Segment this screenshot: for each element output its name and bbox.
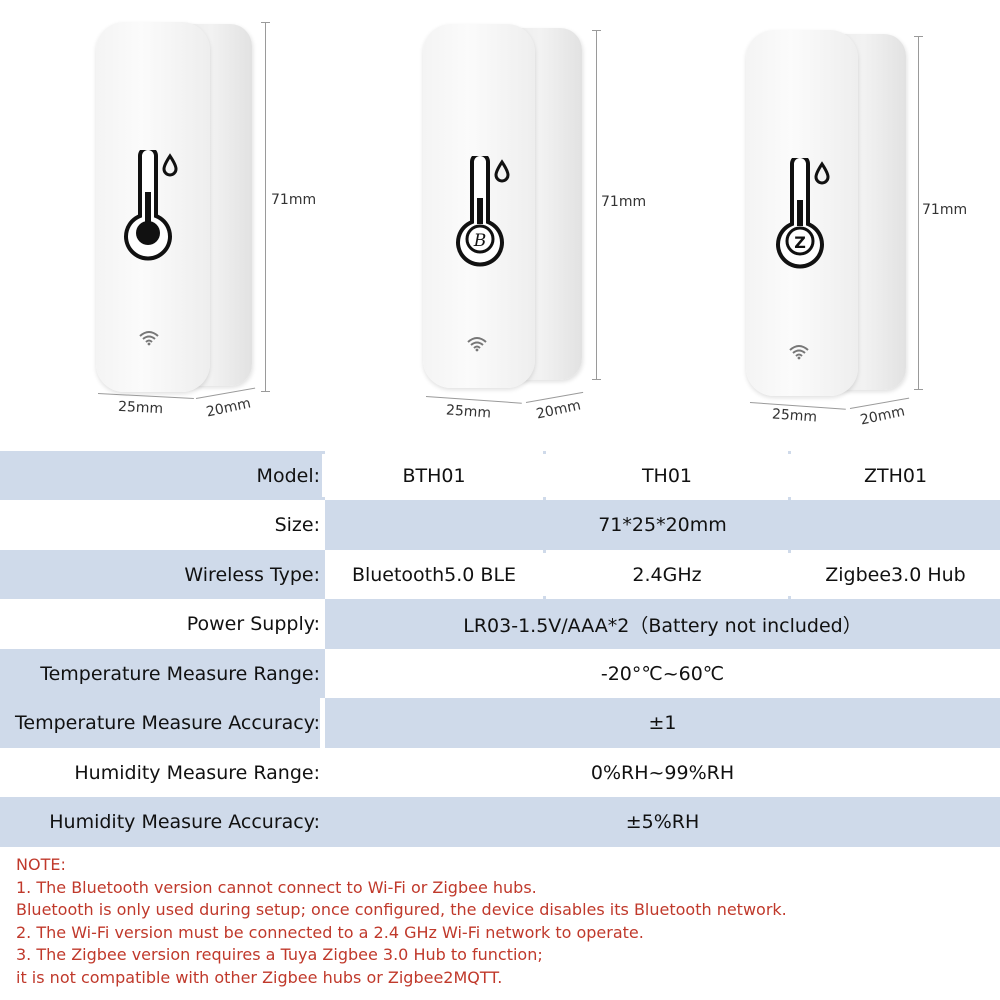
wireless-bth01: Bluetooth5.0 BLE	[325, 550, 543, 599]
model-th01: TH01	[546, 451, 788, 500]
note-line: Bluetooth is only used during setup; onc…	[16, 900, 787, 919]
row-model: Model: BTH01 TH01 ZTH01	[0, 451, 1000, 500]
row-temp-accuracy: Temperature Measure Accuracy: ±1	[0, 698, 1000, 748]
device-zth01: Z 71mm 25mm 20mm	[660, 0, 1000, 440]
row-label: Wireless Type:	[184, 563, 320, 586]
width-label: 25mm	[771, 406, 818, 426]
model-zth01: ZTH01	[791, 451, 1000, 500]
thermometer-zigbee-icon: Z	[776, 158, 830, 269]
row-wireless: Wireless Type: Bluetooth5.0 BLE 2.4GHz Z…	[0, 550, 1000, 599]
note-section: NOTE: 1. The Bluetooth version cannot co…	[16, 854, 996, 989]
power-value: LR03-1.5V/AAA*2（Battery not included）	[325, 599, 1000, 649]
model-bth01: BTH01	[325, 451, 543, 500]
hum-accuracy-value: ±5%RH	[325, 797, 1000, 847]
row-label: Temperature Measure Accuracy:	[0, 698, 320, 748]
note-line: 1. The Bluetooth version cannot connect …	[16, 877, 537, 897]
note-title: NOTE:	[16, 855, 66, 874]
wireless-zth01: Zigbee3.0 Hub	[791, 550, 1000, 599]
row-label: Size:	[274, 514, 320, 536]
thermometer-icon	[124, 150, 178, 261]
svg-text:Z: Z	[794, 233, 806, 252]
product-images: 71mm 25mm 20mm B 71mm 25mm 20mm	[0, 0, 1000, 450]
row-size: Size: 71*25*20mm	[0, 500, 1000, 550]
height-label: 71mm	[271, 192, 317, 208]
row-hum-range: Humidity Measure Range: 0%RH~99%RH	[0, 748, 1000, 797]
wireless-th01: 2.4GHz	[546, 550, 788, 599]
svg-text:B: B	[473, 231, 487, 251]
wifi-icon	[139, 331, 159, 346]
note-line: it is not compatible with other Zigbee h…	[16, 967, 503, 987]
hum-range-value: 0%RH~99%RH	[325, 748, 1000, 797]
row-hum-accuracy: Humidity Measure Accuracy: ±5%RH	[0, 797, 1000, 847]
row-label: Temperature Measure Range:	[40, 662, 320, 685]
wifi-icon	[789, 345, 809, 360]
depth-label: 20mm	[858, 403, 907, 429]
row-temp-range: Temperature Measure Range: -20°℃~60℃	[0, 649, 1000, 698]
size-value: 71*25*20mm	[325, 500, 1000, 550]
row-label: Humidity Measure Accuracy:	[49, 811, 320, 833]
device-bth01: 71mm 25mm 20mm	[0, 0, 330, 440]
temp-accuracy-value: ±1	[325, 698, 1000, 748]
note-line: 2. The Wi-Fi version must be connected t…	[16, 922, 644, 942]
row-label: Power Supply:	[186, 613, 320, 635]
width-label: 25mm	[117, 398, 164, 418]
depth-label: 20mm	[204, 395, 253, 421]
height-label: 71mm	[601, 194, 647, 210]
height-label: 71mm	[922, 202, 968, 218]
device-th01: B 71mm 25mm 20mm	[330, 0, 660, 440]
row-power: Power Supply: LR03-1.5V/AAA*2（Battery no…	[0, 599, 1000, 649]
row-label: Humidity Measure Range:	[74, 761, 320, 784]
row-label: Model:	[256, 464, 320, 487]
wifi-icon	[467, 337, 487, 352]
note-line: 3. The Zigbee version requires a Tuya Zi…	[16, 945, 543, 964]
width-label: 25mm	[445, 402, 492, 422]
thermometer-bluetooth-icon: B	[456, 156, 510, 267]
temp-range-value: -20°℃~60℃	[325, 649, 1000, 698]
depth-label: 20mm	[534, 397, 583, 423]
